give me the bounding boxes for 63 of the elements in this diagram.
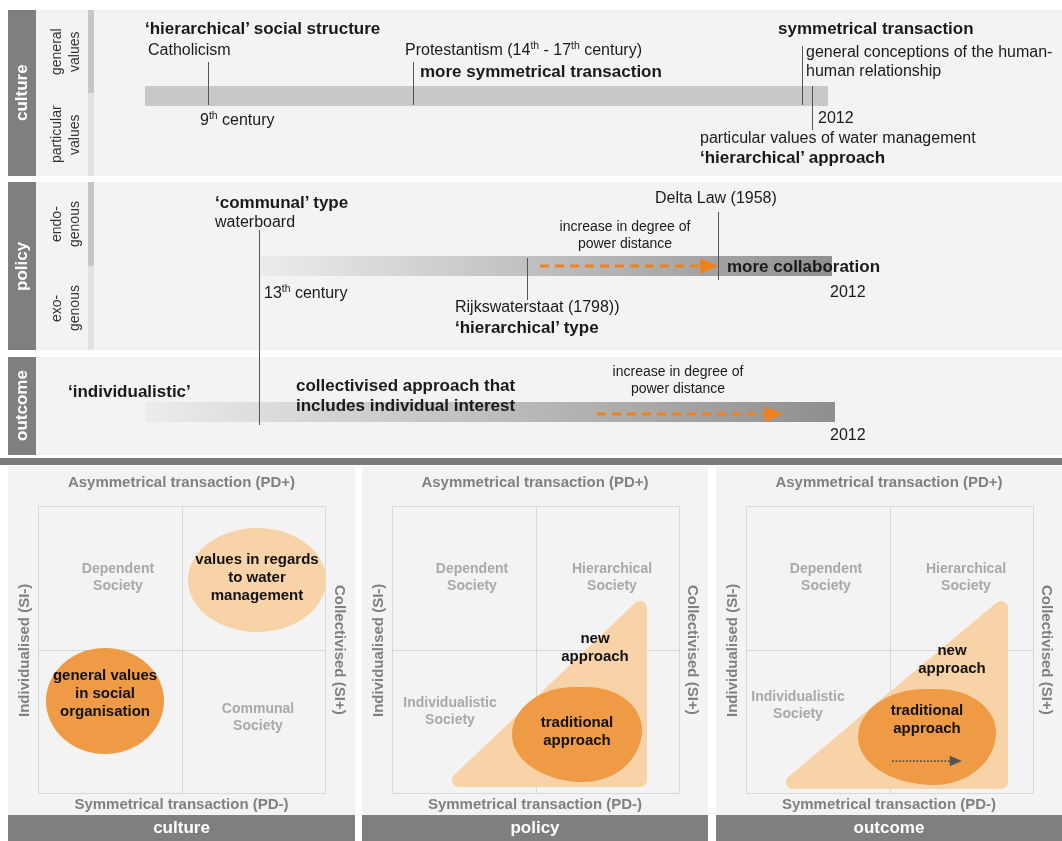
timeline-label: 2012 [830,282,866,302]
axis-label: Individualised (SI-) [721,582,741,719]
area-label: general values in social organisation [51,666,159,720]
quadrant-panel [8,466,355,841]
timeline-label: ‘individualistic’ [68,382,191,403]
axis-label: Collectivised (SI+) [330,584,350,717]
band-tab: outcome [8,357,36,455]
band-tab: culture [8,10,36,176]
timeline-label: Rijkswaterstaat (1798)) [455,297,620,317]
timeline-label: Protestantism (14$^{th}$ - 17$^{th}$ century) [405,40,642,60]
timeline-label: 13$^{th}$ century [264,283,348,303]
area-label: values in regards to water management [194,550,320,604]
timeline-label: Catholicism [148,40,231,60]
area-label: new approach [917,641,987,677]
timeline-label: more symmetrical transaction [420,62,662,83]
quadrant-panel [362,466,708,841]
quadrant-label: Individualistic Society [402,694,498,728]
area-label: traditional approach [539,713,615,749]
timeline-label: ‘communal’ type [215,193,349,214]
axis-label: Asymmetrical transaction (PD+) [774,473,1004,490]
timeline-label: 2012 [818,108,854,128]
quadrant-label: Dependent Society [80,560,156,594]
timeline-label: Delta Law (1958) [655,188,777,208]
axis-label: Collectivised (SI+) [683,584,703,717]
axis-label: Asymmetrical transaction (PD+) [420,473,650,490]
timeline-label: general conceptions of the human-human relationship [806,42,1054,81]
timeline-label: 2012 [830,425,866,445]
area-label: traditional approach [889,701,965,737]
panel-title-bar: policy [362,815,708,841]
timeline-label: 9$^{th}$ century [200,110,275,130]
timeline-label: ‘hierarchical’ type [455,318,599,339]
quadrant-label: Hierarchical Society [924,560,1008,594]
timeline-label: ‘hierarchical’ approach [700,148,886,169]
row-label: general values [47,27,83,77]
timeline-label: waterboard [215,212,296,232]
axis-label: Collectivised (SI+) [1037,584,1057,717]
axis-label: Symmetrical transaction (PD-) [426,795,644,812]
quadrant-label: Hierarchical Society [570,560,654,594]
axis-label: Symmetrical transaction (PD-) [780,795,998,812]
area-label: new approach [560,629,630,665]
band-panel [8,182,1062,350]
timeline-label: increase in degree of power distance [611,363,745,397]
row-label: exo- genous [47,284,83,333]
quadrant-label: Dependent Society [788,560,864,594]
band-tab: policy [8,182,36,350]
quadrant-label: Communal Society [220,700,296,734]
timeline-label: symmetrical transaction [778,19,974,40]
row-label: endo- genous [47,200,83,249]
band-panel [8,10,1062,176]
axis-label: Asymmetrical transaction (PD+) [66,473,297,490]
panel-title-bar: outcome [716,815,1062,841]
timeline-label: collectivised approach that includes individual interest [296,376,517,417]
quadrant-panel [716,466,1062,841]
row-label: particular values [47,104,83,166]
quadrant-label: Individualistic Society [750,688,846,722]
timeline-label: particular values of water management [700,128,976,148]
timeline-label: ‘hierarchical’ social structure [145,19,381,40]
timeline-label: increase in degree of power distance [558,218,692,252]
axis-label: Individualised (SI-) [367,582,387,719]
axis-label: Individualised (SI-) [13,582,33,719]
quadrant-label: Dependent Society [434,560,510,594]
axis-label: Symmetrical transaction (PD-) [73,795,290,812]
panel-title-bar: culture [8,815,355,841]
